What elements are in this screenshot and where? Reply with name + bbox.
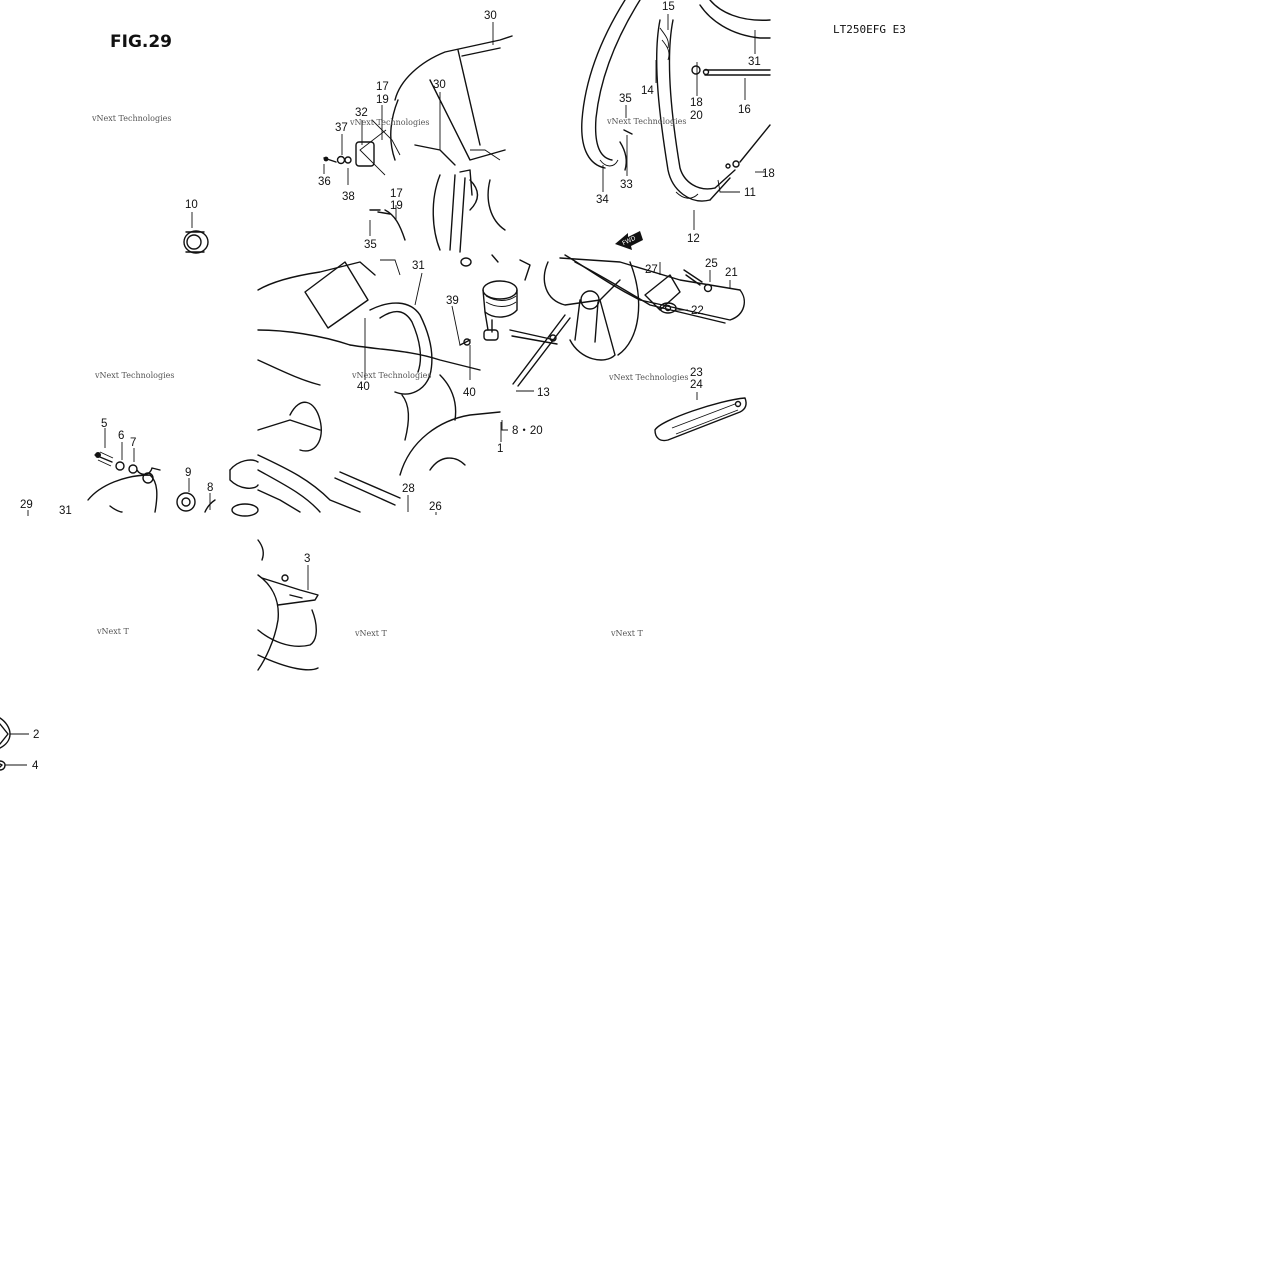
callout-1: 1 [497, 443, 503, 455]
callout-30: 30 [484, 10, 497, 22]
tank-bracket-lower [257, 539, 319, 671]
front-arrow-icon: FWD [615, 231, 643, 250]
callout-24: 24 [690, 379, 703, 391]
callout-7: 7 [130, 437, 136, 449]
callout-37: 37 [335, 122, 348, 134]
tank-bracket [543, 254, 747, 442]
callout-16: 16 [738, 104, 751, 116]
callout-17: 17 [376, 81, 389, 93]
grommet-10 [183, 230, 209, 254]
callout-5: 5 [101, 418, 107, 430]
model-code: LT250EFG E3 [833, 23, 906, 36]
fuel-tank [229, 259, 501, 517]
callout-34: 34 [596, 194, 609, 206]
watermarks: vNext Technologies vNext Technologies vN… [91, 114, 688, 638]
callout-19: 19 [390, 200, 403, 212]
callout-15: 15 [662, 1, 675, 13]
callout-17: 17 [390, 188, 403, 200]
callout-25: 25 [705, 258, 718, 270]
callout-2: 2 [33, 729, 39, 741]
callout-18: 18 [762, 168, 775, 180]
callout-labels: 30 30 17 19 32 37 36 38 17 19 35 10 15 1… [20, 1, 775, 772]
callout-11: 11 [744, 187, 756, 199]
fuel-filter [459, 259, 571, 387]
callout-8: 8 [207, 482, 213, 494]
watermark: vNext T [610, 629, 644, 638]
callout-40: 40 [463, 387, 476, 399]
callout-9: 9 [185, 467, 191, 479]
fuel-hoses [581, 0, 771, 202]
leader-lines [5, 14, 765, 766]
callout-3: 3 [304, 553, 310, 565]
watermark: vNext T [354, 629, 388, 638]
callout-4: 4 [32, 760, 39, 772]
watermark: vNext Technologies [351, 371, 431, 380]
callout-31: 31 [412, 260, 425, 272]
callout-33: 33 [620, 179, 633, 191]
callout-12: 12 [687, 233, 700, 245]
callout-29: 29 [20, 499, 33, 511]
watermark: vNext Technologies [349, 118, 429, 127]
watermark: vNext Technologies [606, 117, 686, 126]
callout-35: 35 [619, 93, 632, 105]
callout-21: 21 [725, 267, 738, 279]
callout-28: 28 [402, 483, 415, 495]
callout-14: 14 [641, 85, 654, 97]
figure-title: FIG.29 [110, 32, 172, 52]
callout-19: 19 [376, 94, 389, 106]
callout-40: 40 [357, 381, 370, 393]
callout-31: 31 [59, 505, 72, 517]
washer-4 [0, 760, 6, 771]
watermark: vNext T [96, 627, 130, 636]
callout-36: 36 [318, 176, 331, 188]
watermark: vNext Technologies [608, 373, 688, 382]
callout-22: 22 [691, 305, 704, 317]
callout-13: 13 [537, 387, 550, 399]
callout-23: 23 [690, 367, 703, 379]
callout-27: 27 [645, 264, 658, 276]
callout-31: 31 [748, 56, 761, 68]
callout-20: 20 [690, 110, 703, 122]
callout-18: 18 [690, 97, 703, 109]
fuel-cap-2 [0, 717, 11, 749]
callout-32: 32 [355, 107, 368, 119]
callout-39: 39 [446, 295, 459, 307]
callout-38: 38 [342, 191, 355, 203]
callout-8-20: 8・20 [512, 425, 543, 437]
mount-bolt-set [87, 451, 216, 513]
callout-6: 6 [118, 430, 124, 442]
callout-26: 26 [429, 501, 442, 513]
watermark: vNext Technologies [94, 371, 174, 380]
callout-10: 10 [185, 199, 198, 211]
fuel-cock-assembly [323, 35, 513, 267]
callout-30: 30 [433, 79, 446, 91]
callout-35: 35 [364, 239, 377, 251]
watermark: vNext Technologies [91, 114, 171, 123]
